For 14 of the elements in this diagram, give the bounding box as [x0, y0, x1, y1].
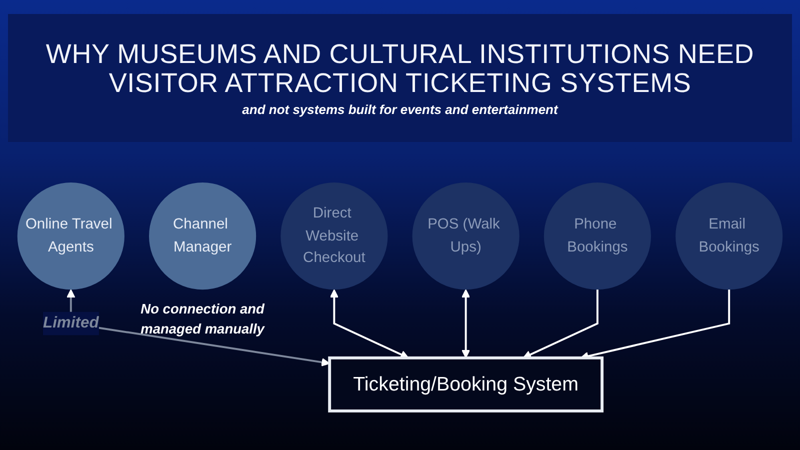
arrow — [462, 289, 470, 358]
node-circle: Direct Website Checkout — [280, 182, 388, 290]
node-circle: Email Bookings — [676, 182, 783, 290]
arrow — [330, 289, 409, 359]
title-text: WHY MUSEUMS AND CULTURAL INSTITUTIONS NEED VISITOR ATTRACTION TICKETING SYSTEMS — [44, 40, 756, 98]
arrow — [522, 289, 598, 359]
node-circle: POS (Walk Ups) — [412, 182, 520, 290]
edge-label: Limited — [42, 314, 99, 332]
node-circle: Online Travel Agents — [17, 182, 124, 290]
node-box: Ticketing/Booking System — [328, 356, 604, 412]
subtitle-text: and not systems built for events and entertainment — [242, 102, 558, 116]
node-circle: Channel Manager — [149, 182, 256, 290]
annotation-text: No connection and managed manually — [140, 300, 266, 338]
node-circle: Phone Bookings — [544, 182, 651, 290]
